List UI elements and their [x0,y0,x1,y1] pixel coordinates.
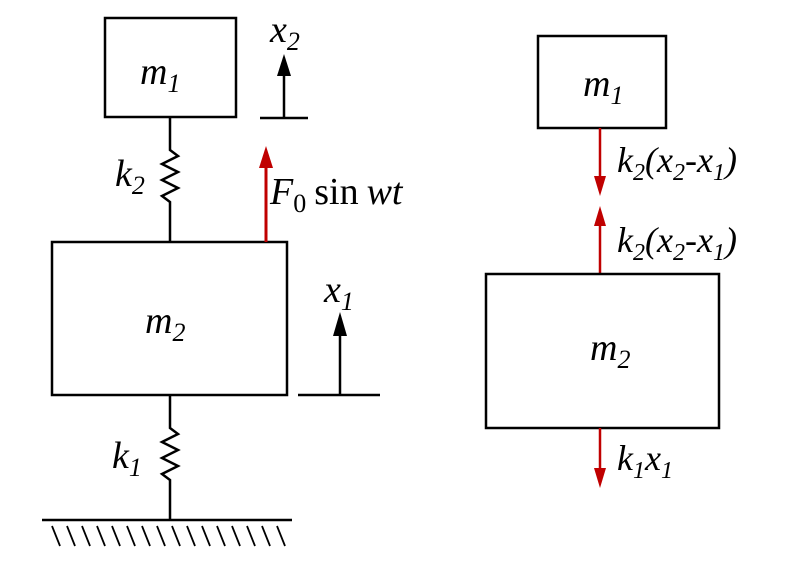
mass-m1-box [103,16,238,119]
fbd-mass-m2-box [484,272,721,430]
displacement-x1-indicator [298,312,380,397]
spring-k2 [159,117,181,242]
fbd-force-on-m2-bottom-label: k1x1 [617,438,673,484]
left-system: m1 k2 m2 k1 [42,9,404,547]
right-free-body: m1 k2(x2-x1) k2(x2-x1) m2 k1x1 [484,34,737,488]
displacement-x2-label: x2 [269,9,300,56]
fbd-force-on-m2-bottom-arrow [594,428,606,488]
displacement-x2-indicator [260,54,308,120]
spring-k1-label: k1 [112,435,142,482]
displacement-x1-label: x1 [323,269,354,316]
fbd-force-on-m2-top-arrow [594,206,606,274]
fbd-mass-m2-label: m2 [590,327,630,374]
ground-support [42,518,292,547]
fbd-mass-m1-label: m1 [583,63,623,110]
spring-k1 [159,395,181,520]
spring-k2-label: k2 [115,153,145,200]
mass-m2-box [50,240,289,397]
fbd-force-on-m1-arrow [594,128,606,196]
mass-m1-label: m1 [140,51,180,98]
fbd-force-on-m2-top-label: k2(x2-x1) [617,220,737,266]
fbd-force-on-m1-label: k2(x2-x1) [617,140,737,186]
excitation-force-arrow [259,146,273,242]
fbd-mass-m1-box [536,34,668,130]
mass-m2-label: m2 [145,300,185,347]
